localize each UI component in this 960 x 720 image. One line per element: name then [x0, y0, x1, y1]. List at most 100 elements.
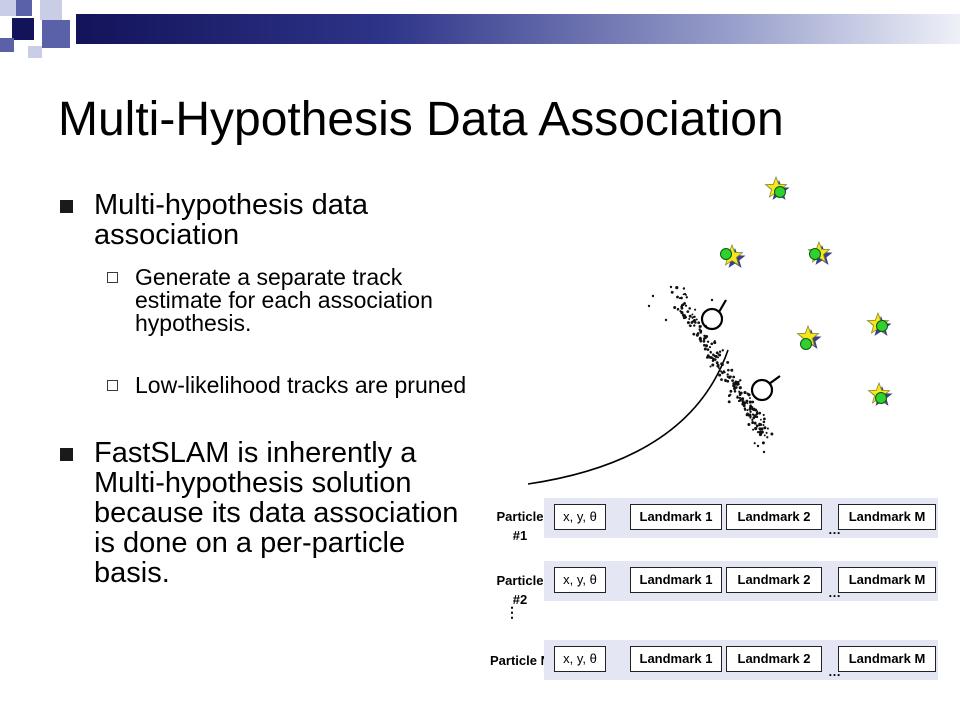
particle-dot	[762, 413, 765, 417]
particle-dot	[682, 287, 686, 290]
particle-dot	[756, 430, 760, 434]
particle-dot	[724, 378, 727, 382]
particle-dot	[711, 359, 715, 363]
header-square	[42, 20, 70, 48]
particle-row-n: x, y, θ Landmark 1 Landmark 2 Landmark M…	[544, 640, 938, 680]
particle-dot	[751, 400, 755, 404]
ellipsis: …	[828, 585, 841, 600]
landmark-cell: Landmark M	[838, 504, 936, 530]
particle-dot	[737, 382, 740, 385]
particle-dot	[695, 333, 699, 337]
particle-label: Particle N	[490, 653, 550, 668]
particle-dot	[712, 353, 715, 357]
particle-dot	[756, 444, 760, 448]
particle-dot	[705, 356, 709, 359]
bullet-text: FastSLAM is inherently a Multi-hypothesi…	[94, 437, 459, 589]
particle-dot	[758, 411, 762, 415]
particle-dot	[699, 325, 702, 328]
particle-dot	[678, 297, 681, 300]
particle-dot	[686, 321, 690, 325]
particle-dot	[751, 413, 755, 416]
sub-bullet-text: Low-likelihood tracks are pruned	[135, 372, 467, 398]
particle-dot	[737, 399, 741, 403]
sub-bullet-1: Generate a separate track estimate for e…	[107, 266, 480, 335]
landmark-cell: Landmark 1	[630, 504, 722, 530]
particle-dot	[711, 363, 715, 367]
landmark-marker	[720, 243, 746, 268]
particle-dot	[695, 318, 698, 321]
particle-dot	[682, 293, 685, 296]
landmark-cell: Landmark 2	[726, 504, 822, 530]
particle-dot	[748, 400, 752, 404]
particle-dot	[718, 350, 722, 353]
particle-label: Particle #2	[496, 573, 544, 607]
particle-dot	[758, 433, 763, 437]
particle-dot	[762, 420, 766, 424]
sub-bullet-marker	[107, 272, 118, 283]
particle-dot	[692, 332, 696, 336]
particle-dot	[762, 417, 766, 421]
particle-dot	[726, 379, 730, 383]
particle-dot	[762, 450, 766, 454]
particle-dot	[752, 408, 755, 412]
particle-dot	[647, 304, 651, 308]
particle-dot	[710, 342, 714, 346]
header-square	[12, 18, 34, 40]
particle-dot	[676, 295, 679, 299]
particle-dot	[686, 310, 690, 313]
particle-dot	[756, 410, 759, 413]
particle-dot	[731, 379, 734, 382]
particle-dot	[738, 390, 741, 393]
robot-pose	[700, 299, 727, 331]
particle-dot	[761, 441, 765, 445]
particle-dot	[737, 380, 740, 383]
particle-dot	[703, 347, 707, 351]
particle-dot	[664, 318, 668, 322]
particle-dot	[669, 285, 673, 289]
particle-dot	[708, 346, 712, 349]
particle-dot	[691, 313, 694, 316]
particle-dot	[749, 416, 752, 419]
bullet-2: FastSLAM is inherently a Multi-hypothesi…	[60, 437, 484, 589]
particle-dot	[745, 400, 748, 403]
particle-dot	[699, 337, 702, 340]
particle-dot	[760, 418, 762, 421]
vertical-ellipsis: ⋮	[505, 604, 519, 620]
sub-bullet-marker	[107, 380, 118, 391]
particle-dot	[720, 378, 723, 381]
bullet-text: Multi-hypothesis data association	[94, 189, 369, 251]
landmark-cell: Landmark M	[838, 646, 936, 672]
particle-dot	[713, 341, 717, 345]
particle-dot	[699, 329, 703, 333]
particle-dot	[718, 353, 722, 357]
particle-dot	[739, 379, 742, 382]
particle-dot	[738, 396, 741, 399]
particle-dot	[747, 423, 751, 426]
particle-dot	[738, 386, 742, 390]
particle-dot	[709, 365, 712, 368]
particle-dot	[763, 434, 766, 437]
landmark-marker	[764, 175, 790, 200]
particle-dot	[673, 306, 677, 309]
particle-dot	[754, 408, 758, 412]
particle-dot	[749, 397, 751, 400]
sub-bullet-2: Low-likelihood tracks are pruned	[107, 372, 495, 398]
particle-dot	[694, 308, 697, 311]
particle-dot	[688, 318, 691, 320]
particle-dot	[676, 308, 679, 311]
pose-cell: x, y, θ	[554, 646, 606, 672]
particle-dot	[715, 361, 719, 365]
landmark-cell: Landmark 1	[630, 567, 722, 593]
particle-dot	[726, 373, 729, 376]
particle-dot	[734, 381, 737, 384]
particle-dot	[692, 316, 695, 318]
particle-dot	[733, 390, 737, 393]
bullet-marker	[60, 200, 73, 213]
particle-dot	[726, 375, 729, 378]
particle-dot	[726, 360, 730, 364]
particle-row-2: x, y, θ Landmark 1 Landmark 2 Landmark M…	[544, 561, 938, 601]
pose-cell: x, y, θ	[554, 567, 606, 593]
particle-dot	[693, 318, 696, 322]
landmark-cell: Landmark 2	[726, 567, 822, 593]
